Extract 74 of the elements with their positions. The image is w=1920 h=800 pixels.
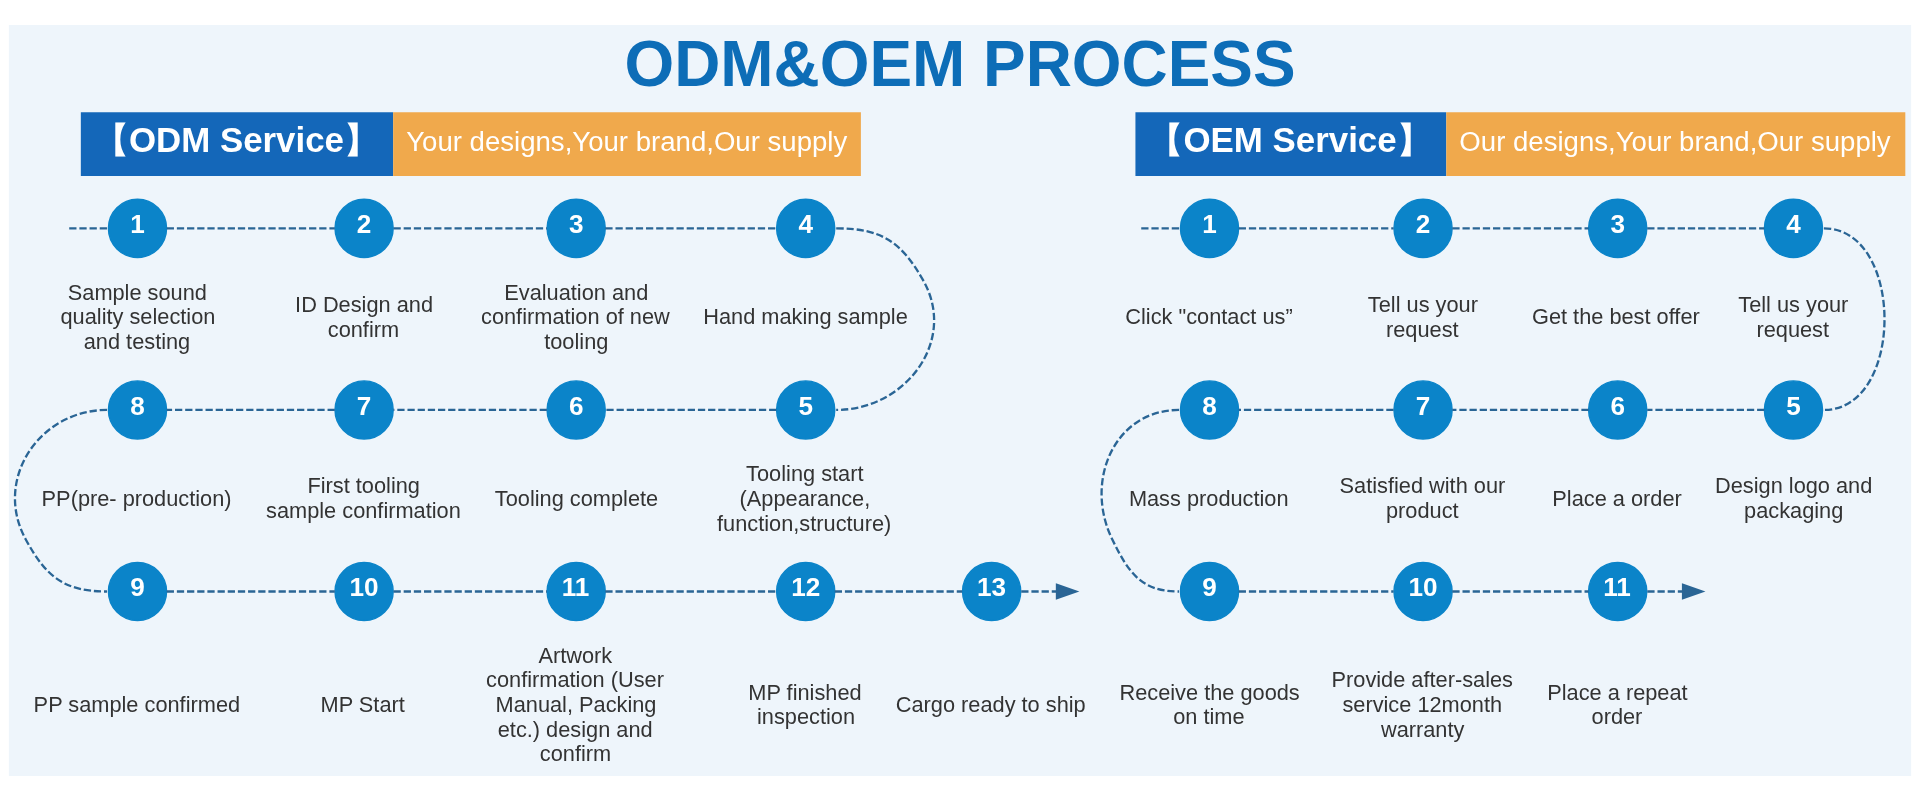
node-circle: 4 — [775, 198, 836, 258]
connector — [166, 589, 335, 593]
node-circle: 8 — [1179, 379, 1240, 440]
connector — [1141, 226, 1181, 230]
node-circle: 10 — [1393, 561, 1453, 621]
node-label: Tooling start (Appearance, function,structure) — [717, 460, 892, 536]
node-label: Tell us your request — [1367, 291, 1478, 342]
node-label: Satisfied with our product — [1339, 472, 1506, 523]
node-label: MP finished inspection — [748, 679, 862, 729]
node-label: PP(pre- production) — [41, 485, 232, 511]
connector — [1238, 226, 1394, 230]
node-label: Cargo ready to ship — [895, 691, 1086, 717]
node-circle: 10 — [334, 561, 394, 621]
node-circle: 2 — [1393, 198, 1453, 258]
node-circle: 6 — [1587, 379, 1648, 440]
node-label: Place a repeat order — [1547, 679, 1688, 729]
node-label: Evaluation and confirmation of new tooling — [481, 279, 670, 354]
node-label: Design logo and packaging — [1715, 472, 1873, 523]
node-circle: 3 — [1587, 198, 1648, 258]
node-label: First tooling sample confirmation — [266, 472, 461, 523]
node-circle: 13 — [961, 561, 1022, 621]
node-circle: 12 — [775, 561, 836, 621]
node-circle: 7 — [1393, 379, 1453, 440]
node-label: Tooling complete — [494, 485, 659, 511]
node-circle: 9 — [107, 561, 168, 621]
connector — [605, 226, 777, 230]
connector — [834, 589, 963, 593]
node-label: Sample sound quality selection and testing — [60, 279, 216, 354]
connector — [1452, 589, 1589, 593]
connector — [1452, 226, 1589, 230]
connector — [393, 589, 547, 593]
node-label: Click "contact us” — [1125, 303, 1293, 329]
node-circle: 5 — [775, 379, 836, 440]
connector — [1647, 226, 1765, 230]
connector — [1823, 226, 1886, 411]
node-circle: 6 — [546, 379, 606, 440]
node-label: Receive the goods on time — [1119, 679, 1300, 729]
node-label: PP sample confirmed — [33, 691, 241, 717]
connector — [69, 226, 109, 230]
node-label: Place a order — [1552, 485, 1682, 511]
node-circle: 1 — [107, 198, 168, 258]
node-label: Get the best offer — [1531, 303, 1700, 329]
node-circle: 2 — [334, 198, 394, 258]
connector — [1100, 408, 1180, 593]
arrow — [1021, 582, 1080, 600]
node-label: ID Design and confirm — [295, 291, 434, 342]
connector — [1647, 408, 1765, 411]
connector — [605, 589, 777, 593]
node-label: Provide after-sales service 12month warranty — [1331, 666, 1513, 742]
node-circle: 5 — [1763, 379, 1824, 440]
node-circle: 11 — [546, 561, 606, 621]
connector — [166, 226, 335, 230]
node-circle: 3 — [546, 198, 606, 258]
connector — [393, 226, 547, 230]
node-circle: 4 — [1763, 198, 1824, 258]
connector — [836, 226, 935, 411]
connector — [1238, 589, 1394, 593]
diagram-title: ODM&OEM PROCESS — [624, 27, 1296, 100]
node-circle: 9 — [1179, 561, 1240, 621]
connector — [166, 408, 335, 411]
node-circle: 8 — [107, 379, 168, 440]
connector — [14, 408, 108, 593]
node-label: Artwork confirmation (User Manual, Packing etc.) design and confirm — [486, 642, 664, 766]
node-circle: 11 — [1587, 561, 1648, 621]
connector — [1238, 408, 1394, 411]
node-label: Hand making sample — [703, 303, 908, 329]
connector — [605, 408, 777, 411]
node-label: Tell us your request — [1738, 291, 1849, 342]
arrow — [1647, 582, 1706, 600]
connector — [1452, 408, 1589, 411]
node-label: Mass production — [1128, 485, 1289, 511]
node-circle: 7 — [334, 379, 394, 440]
node-circle: 1 — [1179, 198, 1240, 258]
node-label: MP Start — [320, 691, 405, 717]
